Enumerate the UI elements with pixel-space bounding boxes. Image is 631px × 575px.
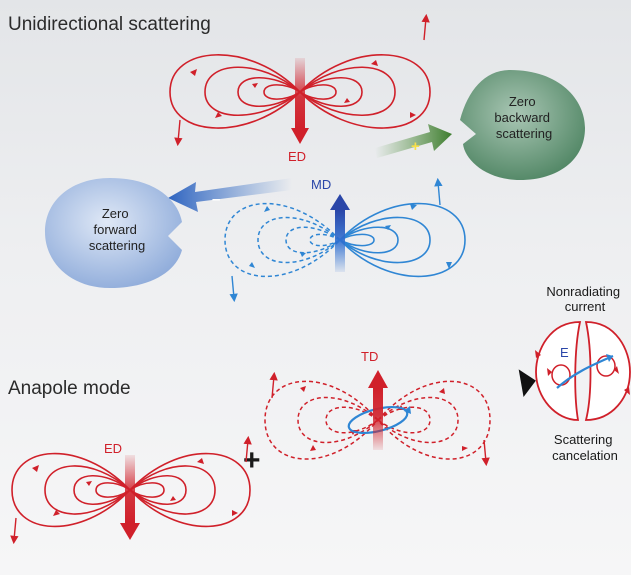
ed-top-dipole-rod [295,58,305,128]
ed-top-arrowheads [190,60,416,118]
td-loop-left-2 [297,396,379,444]
ed-top-label: ED [288,149,306,164]
scattering-cancel-text: Scattering cancelation [552,432,618,463]
plus-sign-label: + [411,138,420,155]
heading-unidirectional: Unidirectional scattering [8,14,211,35]
nonradiating-text: Nonradiating current [546,284,623,314]
td-field-lines [264,371,491,467]
md-dipole-arrowhead [330,194,350,210]
torus-loop-right [596,355,616,377]
ed-top-loop-left-2 [204,66,301,117]
zero-backward-text: Zero backward scattering [494,94,553,141]
td-pol-left [269,371,278,399]
md-solid-loop-3 [339,226,399,254]
minus-sign-label: – [212,191,220,208]
ed-top-pol-right [421,13,430,41]
backward-minus-arrow [168,178,292,212]
ed-bottom-loop-right-4 [129,482,165,498]
ed-top-loop-right-3 [299,76,363,108]
md-pol-left [229,275,238,303]
ed-bottom-loop-left-3 [73,475,131,505]
ed-bottom-loop-right-3 [129,475,187,505]
ed-bottom-arrowheads [32,458,238,516]
md-dashed-loop-1 [224,202,341,278]
ed-bottom-dipole-arrowhead [120,523,140,540]
ed-top-pol-left [174,119,183,147]
ed-top-loop-right-2 [299,66,396,117]
md-field-lines-solid [339,177,466,278]
ed-bottom-loop-left-4 [95,482,131,498]
td-loop-left-1 [264,380,379,460]
td-arrowheads [300,386,468,451]
md-field-lines-dashed [224,202,341,303]
md-dashed-loop-3 [285,226,341,254]
ed-bottom-loop-left-1 [11,452,131,528]
md-dipole-rod [335,210,345,272]
equals-triangle-pointer [518,369,536,398]
ed-bottom-dipole-rod [125,455,135,523]
md-arrowheads [249,204,452,269]
heading-anapole: Anapole mode [8,378,131,399]
td-loop-right-2 [377,396,459,444]
ed-bottom-loop-right-1 [129,452,251,528]
zero-backward-blob [460,70,585,180]
md-solid-loop-1 [339,202,466,278]
td-loop-left-3 [325,406,379,434]
nonradiating-current-sphere [535,321,631,421]
ed-top-loop-right-4 [299,84,337,100]
ed-top-field-lines [169,13,431,147]
ed-bottom-loop-right-2 [129,465,216,515]
zero-forward-blob [45,178,182,288]
md-label: MD [311,177,331,192]
td-dipole-arrowhead [368,370,388,388]
md-solid-loop-4 [339,233,375,247]
e-field-label: E [560,345,569,360]
td-loop-right-1 [377,380,491,460]
td-label: TD [361,349,378,364]
zero-forward-text: Zero forward scattering [89,206,145,253]
ed-top-loop-left-3 [237,76,301,108]
ed-bottom-label: ED [104,441,122,456]
ed-bottom-field-lines [10,435,252,545]
md-pol-right [434,177,443,206]
md-solid-loop-2 [339,216,431,264]
ed-bottom-pol-right [243,435,252,463]
forward-plus-arrow [375,124,452,158]
ed-top-dipole-arrowhead [291,128,309,144]
ed-bottom-loop-left-2 [44,465,131,515]
ed-top-loop-left-1 [169,54,301,129]
md-dashed-loop-2 [257,216,341,264]
ed-bottom-pol-left [10,517,19,545]
ed-top-loop-right-1 [299,54,431,129]
td-dipole-rod [373,388,383,450]
td-pol-right [481,439,490,467]
ed-top-loop-left-4 [263,84,301,100]
